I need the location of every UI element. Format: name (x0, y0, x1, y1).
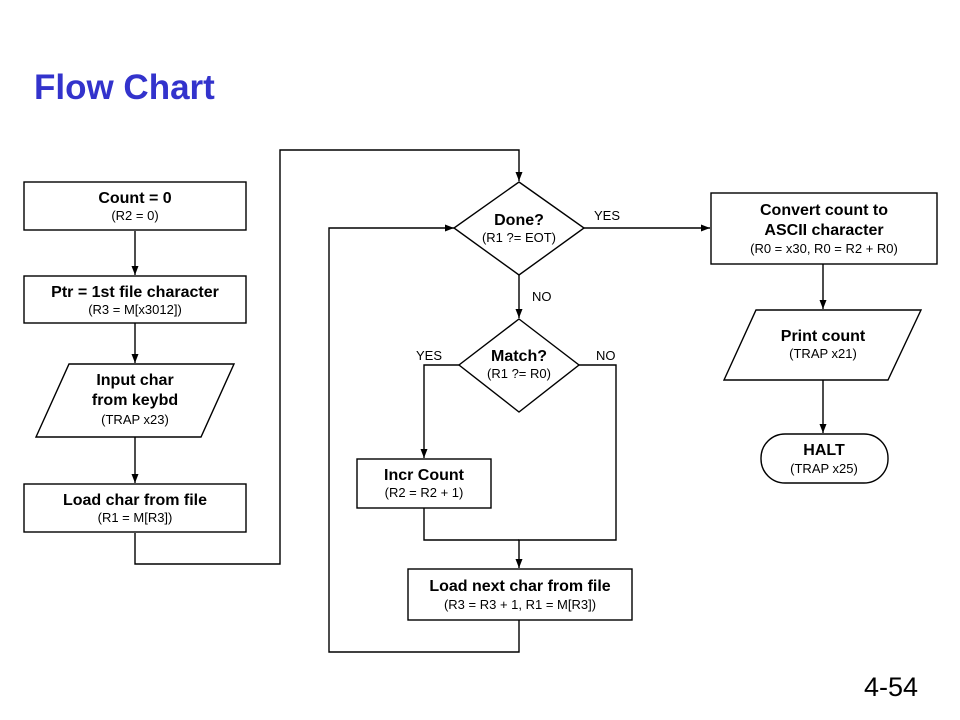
node-print-count-detail: (TRAP x21) (789, 346, 857, 361)
node-done-check-detail: (R1 ?= EOT) (482, 230, 556, 245)
node-ptr-init: Ptr = 1st file character (R3 = M[x3012]) (23, 275, 247, 324)
node-count-init-title: Count = 0 (98, 190, 171, 207)
node-incr-count-title: Incr Count (384, 467, 465, 484)
node-load-next: Load next char from file (R3 = R3 + 1, R… (407, 568, 633, 621)
node-input-char-title-line1: Input char (96, 372, 173, 389)
edge-label-match-yes: YES (416, 348, 442, 363)
node-convert-count-detail: (R0 = x30, R0 = R2 + R0) (750, 241, 898, 256)
node-input-char-detail: (TRAP x23) (101, 412, 169, 427)
node-match-check: Match? (R1 ?= R0) (457, 318, 581, 413)
node-load-char: Load char from file (R1 = M[R3]) (23, 483, 247, 533)
edge-label-done-yes: YES (594, 208, 620, 223)
arrow-load-next-back-to-done (328, 224, 520, 653)
node-print-count-title: Print count (781, 328, 866, 345)
node-count-init: Count = 0 (R2 = 0) (23, 181, 247, 231)
node-match-check-title: Match? (491, 348, 547, 365)
edge-label-done-no: NO (532, 289, 552, 304)
node-input-char: Input char from keybd (TRAP x23) (34, 363, 236, 438)
node-load-char-title: Load char from file (63, 492, 207, 509)
connectors (131, 149, 827, 653)
node-convert-count-title-line1: Convert count to (760, 202, 888, 219)
node-convert-count-title-line2: ASCII character (764, 222, 883, 239)
slide-title: Flow Chart (34, 68, 215, 107)
arrow-match-yes-to-incr (420, 364, 459, 458)
arrow-load-to-done (134, 149, 523, 565)
node-ptr-init-detail: (R3 = M[x3012]) (88, 302, 182, 317)
edge-label-match-no: NO (596, 348, 616, 363)
node-input-char-title-line2: from keybd (92, 392, 178, 409)
node-match-check-detail: (R1 ?= R0) (487, 366, 551, 381)
node-done-check-title: Done? (494, 212, 544, 229)
node-load-char-detail: (R1 = M[R3]) (98, 510, 173, 525)
arrow-match-no-to-load-next (515, 364, 617, 568)
node-halt-detail: (TRAP x25) (790, 461, 858, 476)
node-convert-count: Convert count to ASCII character (R0 = x… (710, 192, 938, 265)
node-load-next-detail: (R3 = R3 + 1, R1 = M[R3]) (444, 597, 596, 612)
page-number: 4-54 (863, 672, 918, 702)
node-ptr-init-title: Ptr = 1st file character (51, 284, 219, 301)
node-print-count: Print count (TRAP x21) (722, 309, 923, 381)
node-load-next-title: Load next char from file (429, 578, 610, 595)
node-halt-title: HALT (803, 442, 845, 459)
node-count-init-detail: (R2 = 0) (111, 208, 158, 223)
node-incr-count: Incr Count (R2 = R2 + 1) (356, 458, 492, 509)
node-incr-count-detail: (R2 = R2 + 1) (385, 485, 464, 500)
line-incr-to-junction (423, 508, 519, 541)
node-done-check: Done? (R1 ?= EOT) (452, 181, 586, 276)
node-halt: HALT (TRAP x25) (760, 433, 889, 484)
